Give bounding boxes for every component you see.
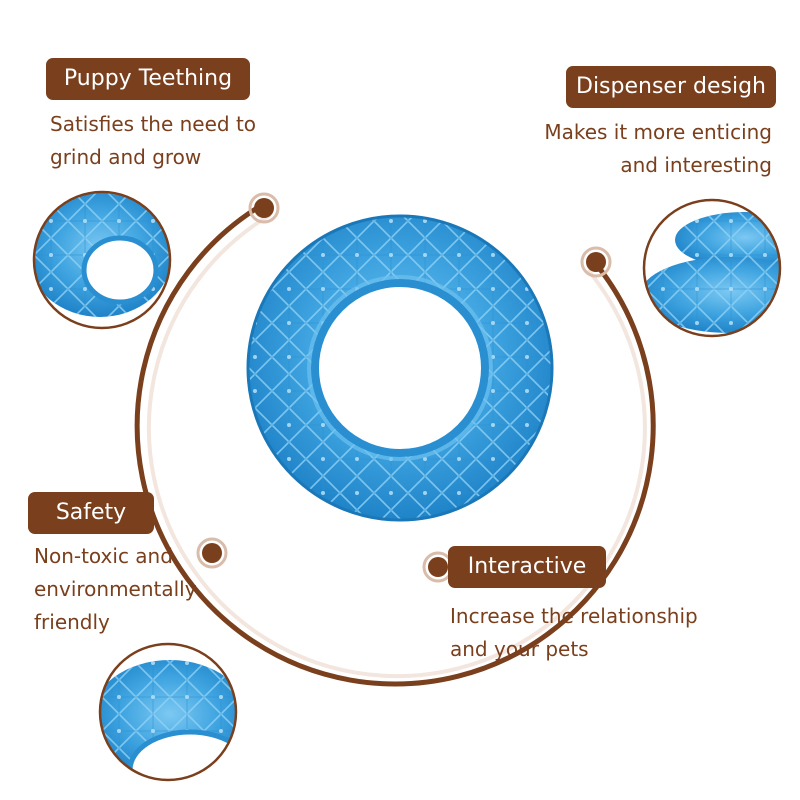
ring-toy-icon [246, 214, 554, 522]
ring-toy-closeup-icon [32, 190, 172, 330]
connector-dot-4 [428, 557, 448, 577]
ring-toy-stack-icon [642, 198, 782, 338]
connector-dot-1 [254, 198, 274, 218]
feature-title-puppy-teething: Puppy Teething [46, 58, 250, 100]
ring-toy-texture-icon [98, 642, 238, 782]
feature-description-dispenser-design: Makes it more enticing and interesting [544, 120, 772, 177]
feature-description-safety: Non-toxic and environmentally friendly [34, 544, 197, 634]
feature-title-dispenser-design: Dispenser desigh [566, 66, 776, 108]
feature-title-interactive: Interactive [448, 546, 606, 588]
decorative-arc [134, 202, 656, 687]
connector-dot-2 [586, 252, 606, 272]
feature-description-puppy-teething: Satisfies the need to grind and grow [50, 112, 257, 169]
feature-description-interactive: Increase the relationship and your pets [450, 604, 698, 661]
connector-dot-3 [202, 543, 222, 563]
feature-title-safety: Safety [28, 492, 154, 534]
